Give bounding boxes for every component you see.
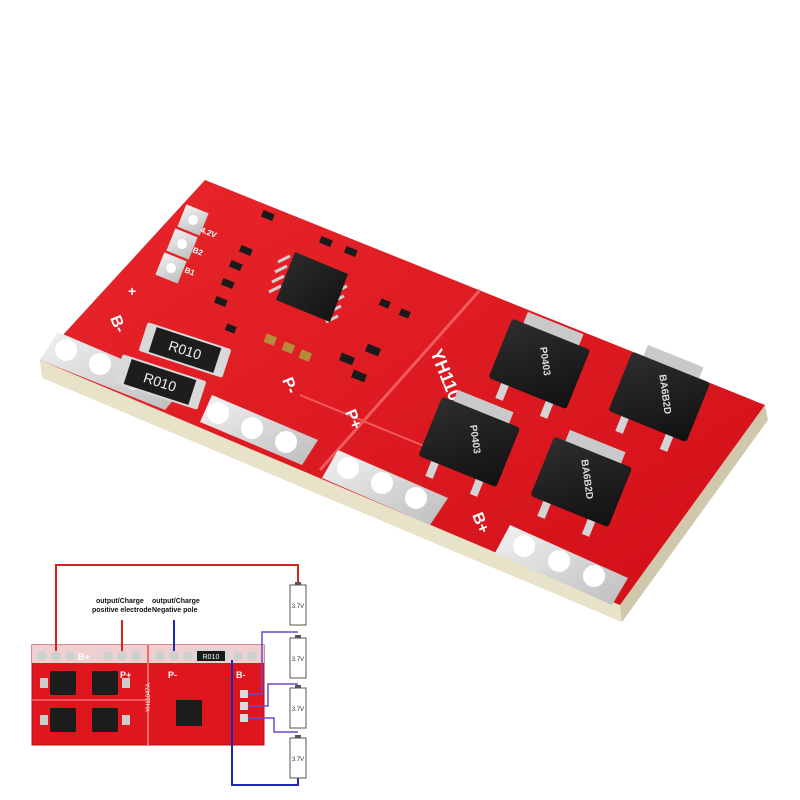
mosfet-mark: P0403 <box>467 424 482 455</box>
cell-voltage: 3.7V <box>292 757 304 763</box>
diagram-balance-pads <box>240 690 248 722</box>
battery-cell: 3.7V <box>289 582 307 626</box>
diagram-model: YH11047A <box>146 683 152 712</box>
pad-hole <box>207 402 229 424</box>
balance-pads <box>155 204 209 284</box>
mosfet-mark: P0403 <box>537 346 552 377</box>
balance-wire <box>248 683 298 707</box>
positive-label-line2: positive electrode <box>92 607 152 614</box>
mosfet: P0403 <box>419 389 520 497</box>
diagram-label-b-minus: B- <box>236 670 246 680</box>
balance-wire <box>248 631 298 695</box>
battery-cell: 3.7V <box>289 635 307 679</box>
pad-hole <box>405 487 427 509</box>
diagram-label-b-plus: B+ <box>78 652 90 662</box>
mosfet: BA6B2D <box>531 429 632 537</box>
label-plus: + <box>128 283 136 299</box>
negative-wire <box>231 660 299 786</box>
pad-hole <box>275 431 297 453</box>
protection-ic <box>268 252 348 324</box>
divider-trace <box>318 289 482 471</box>
pad-hole <box>89 353 111 375</box>
diagram-mosfets <box>50 671 118 732</box>
shunt-resistor: R010 <box>139 322 231 378</box>
label-b1: B1 <box>183 266 196 278</box>
pcb-board: R010 R010 <box>40 180 768 622</box>
label-p-plus: P+ <box>341 407 364 432</box>
wiring-diagram: R010 YH11047A B+ P+ P- B- output/Charge … <box>31 564 307 786</box>
mosfet: P0403 <box>489 311 590 419</box>
negative-label-line2: Negative pole <box>152 607 198 614</box>
positive-wire <box>55 564 299 651</box>
diagram-resistor <box>195 649 227 663</box>
battery-cell: 3.7V <box>289 735 307 779</box>
pad-hole <box>241 417 263 439</box>
pad-hole <box>55 339 77 361</box>
negative-label-line1: output/Charge <box>152 598 200 605</box>
balance-wire <box>248 717 298 733</box>
label-b-plus: B+ <box>468 510 492 536</box>
cell-voltage: 3.7V <box>292 604 304 610</box>
diagram-ic <box>176 700 202 726</box>
battery-cell: 3.7V <box>289 685 307 729</box>
board-edge <box>40 360 622 622</box>
mosfet: BA6B2D <box>609 344 710 452</box>
pad-hole <box>548 550 570 572</box>
pad-hole <box>371 472 393 494</box>
board-edge-right <box>620 405 768 622</box>
diagram-resistor-code: R010 <box>203 654 220 661</box>
label-b-minus: B- <box>106 313 128 335</box>
pad-hole <box>583 565 605 587</box>
smd-components <box>213 209 411 383</box>
pad-hole <box>513 535 535 557</box>
pad-hole <box>337 457 359 479</box>
shunt-resistor: R010 <box>114 354 206 410</box>
cell-voltage: 3.7V <box>292 707 304 713</box>
positive-label-line1: output/Charge <box>96 598 144 605</box>
diagram-label-p-plus: P+ <box>120 670 131 680</box>
diagram-label-p-minus: P- <box>168 670 177 680</box>
cell-voltage: 3.7V <box>292 657 304 663</box>
label-p-minus: P- <box>278 375 300 396</box>
label-b2: B2 <box>191 246 204 258</box>
